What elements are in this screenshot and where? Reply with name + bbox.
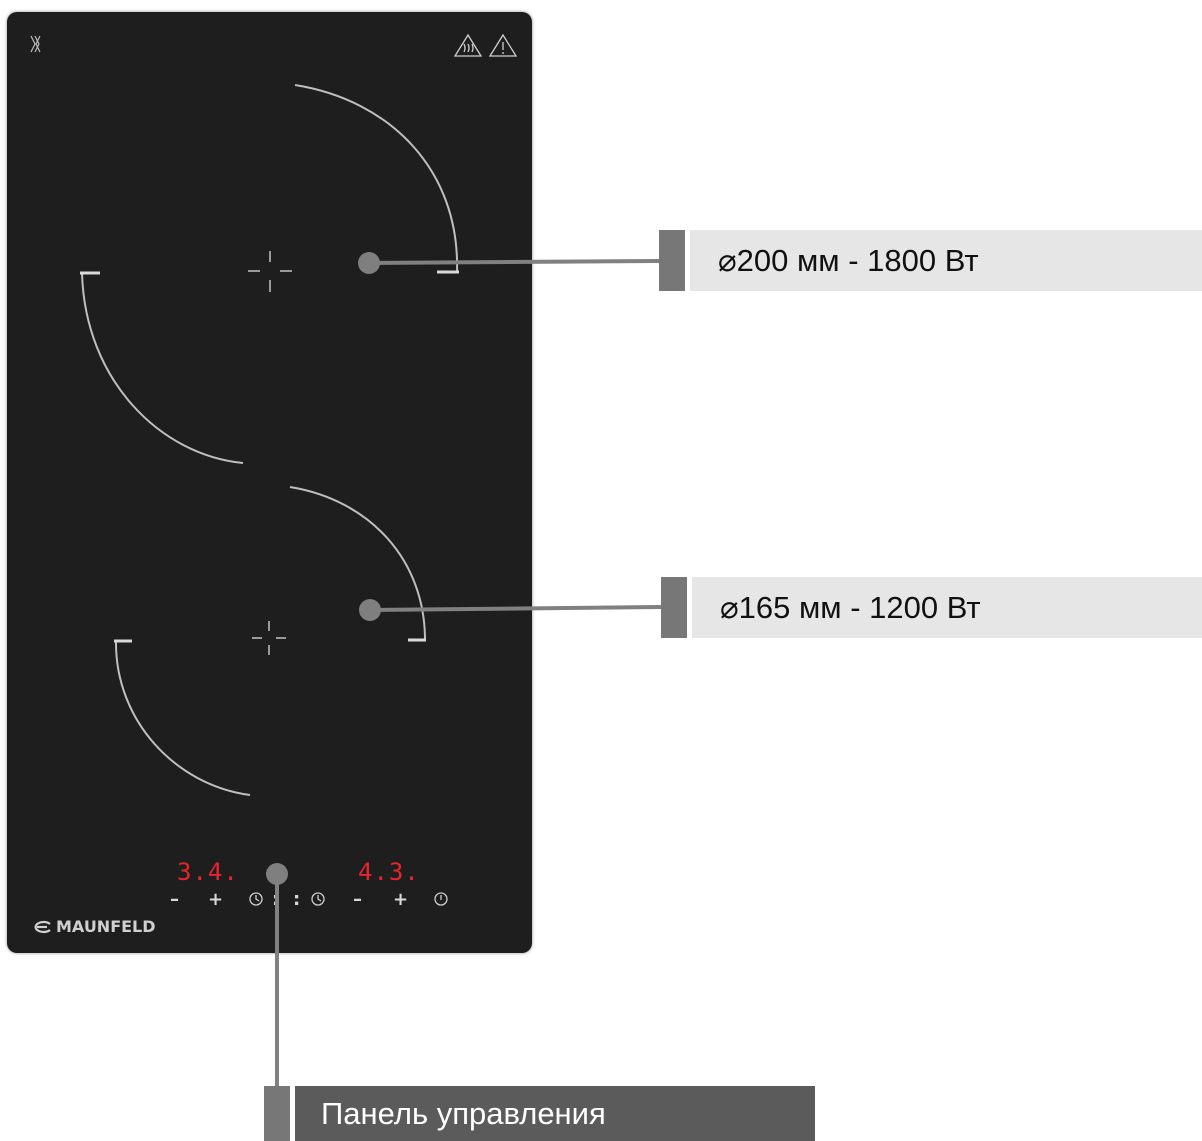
left-plus-button[interactable]: + — [208, 889, 223, 910]
hot-surface-warning-icon — [453, 33, 483, 57]
zone-1-center-mark — [248, 251, 292, 292]
right-minus-button[interactable]: – — [353, 889, 362, 910]
zone-2-marker — [359, 599, 381, 621]
timer-separator-right: : — [293, 889, 300, 910]
zone-2-center-mark — [252, 621, 286, 655]
control-panel-marker — [266, 863, 288, 885]
power-icon[interactable] — [434, 892, 448, 906]
zone-2-label: ⌀165 мм - 1200 Вт — [692, 577, 1202, 638]
callout-tab — [659, 230, 685, 291]
brand-logo-icon — [34, 920, 51, 934]
zone-1-outline — [80, 84, 459, 464]
left-minus-button[interactable]: – — [170, 889, 179, 910]
left-timer-icon[interactable] — [249, 892, 263, 906]
control-panel-label: Панель управления — [295, 1086, 815, 1141]
right-plus-button[interactable]: + — [393, 889, 408, 910]
zone-1-marker — [358, 252, 380, 274]
callout-tab — [264, 1086, 290, 1141]
cooktop-glass — [7, 12, 532, 953]
induction-icon — [30, 35, 41, 53]
left-zone-display: 3.4. — [177, 858, 239, 886]
right-zone-display: 4.3. — [358, 858, 420, 886]
zone-1-callout: ⌀200 мм - 1800 Вт — [659, 230, 1202, 291]
zone-1-label: ⌀200 мм - 1800 Вт — [690, 230, 1202, 291]
control-panel-callout: Панель управления — [264, 1086, 815, 1141]
zone-2-callout: ⌀165 мм - 1200 Вт — [661, 577, 1202, 638]
right-timer-icon[interactable] — [311, 892, 325, 906]
zone-2-outline — [114, 486, 426, 796]
warning-icon — [488, 33, 518, 57]
callout-tab — [661, 577, 687, 638]
brand-name: MAUNFELD — [56, 917, 156, 936]
leader-lines — [275, 259, 663, 1090]
